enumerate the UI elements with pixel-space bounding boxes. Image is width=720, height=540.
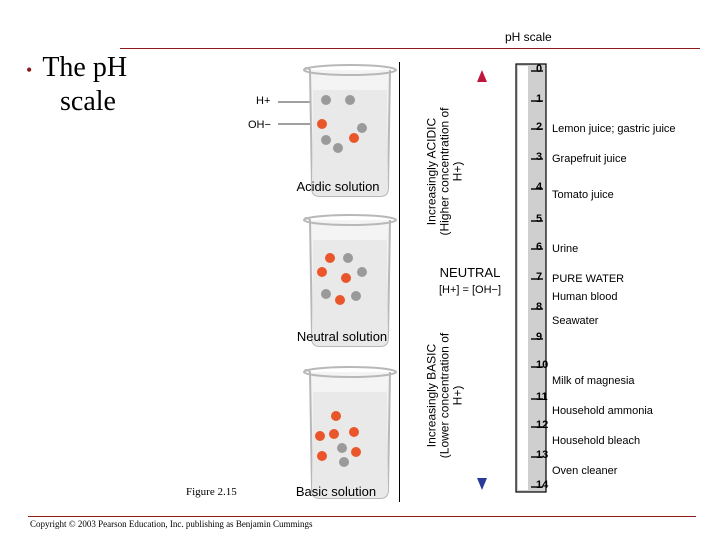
acidic-caption-line1: Increasingly ACIDIC xyxy=(425,118,439,225)
sample-label: Tomato juice xyxy=(552,189,614,201)
legend-h-label: H+ xyxy=(256,95,270,107)
bullet-line-1: The pH xyxy=(42,52,127,83)
bullet-title: • The pH scale xyxy=(26,52,127,118)
ph-number-5: 5 xyxy=(536,213,556,225)
sample-label: Household bleach xyxy=(552,435,640,447)
ph-number-11: 11 xyxy=(536,391,556,403)
sample-label: Lemon juice; gastric juice xyxy=(552,123,676,135)
acidic-caption-line2: (Higher concentration of xyxy=(438,107,452,235)
ph-number-0: 0 xyxy=(536,63,556,75)
neutral-caption: NEUTRAL [H+] = [OH−] xyxy=(415,265,525,298)
footer-rule xyxy=(28,516,696,517)
basic-beaker xyxy=(296,364,404,504)
slide-header: pH scale xyxy=(505,30,552,44)
ph-number-1: 1 xyxy=(536,93,556,105)
ph-number-9: 9 xyxy=(536,331,556,343)
sample-label: PURE WATER xyxy=(552,273,624,285)
ph-number-10: 10 xyxy=(536,359,556,371)
acidic-caption: Increasingly ACIDIC (Higher concentratio… xyxy=(426,72,465,272)
basic-caption-line3: H+) xyxy=(451,386,465,406)
basic-label: Basic solution xyxy=(276,484,396,499)
bullet-icon: • xyxy=(26,60,32,80)
sample-label: Grapefruit juice xyxy=(552,153,627,165)
basic-caption-line2: (Lower concentration of xyxy=(438,333,452,458)
basic-caption: Increasingly BASIC (Lower concentration … xyxy=(426,296,465,496)
figure-label: Figure 2.15 xyxy=(186,486,237,498)
sample-label: Human blood xyxy=(552,291,617,303)
neutral-label: Neutral solution xyxy=(282,329,402,344)
bullet-line-2: scale xyxy=(26,86,127,118)
sample-label: Oven cleaner xyxy=(552,465,617,477)
beaker-divider xyxy=(399,62,400,502)
sample-label: Urine xyxy=(552,243,578,255)
neutral-caption-line2: [H+] = [OH−] xyxy=(439,284,501,296)
basic-caption-line1: Increasingly BASIC xyxy=(425,344,439,447)
legend-oh-label: OH− xyxy=(248,119,271,131)
header-rule xyxy=(120,48,700,49)
sample-label: Seawater xyxy=(552,315,598,327)
ph-number-12: 12 xyxy=(536,419,556,431)
acidic-label: Acidic solution xyxy=(278,179,398,194)
neutral-caption-line1: NEUTRAL xyxy=(440,265,501,280)
acidic-caption-line3: H+) xyxy=(451,162,465,182)
ph-number-14: 14 xyxy=(536,479,556,491)
sample-label: Household ammonia xyxy=(552,405,653,417)
sample-label: Milk of magnesia xyxy=(552,375,635,387)
ph-number-13: 13 xyxy=(536,449,556,461)
copyright: Copyright © 2003 Pearson Education, Inc.… xyxy=(30,519,313,529)
